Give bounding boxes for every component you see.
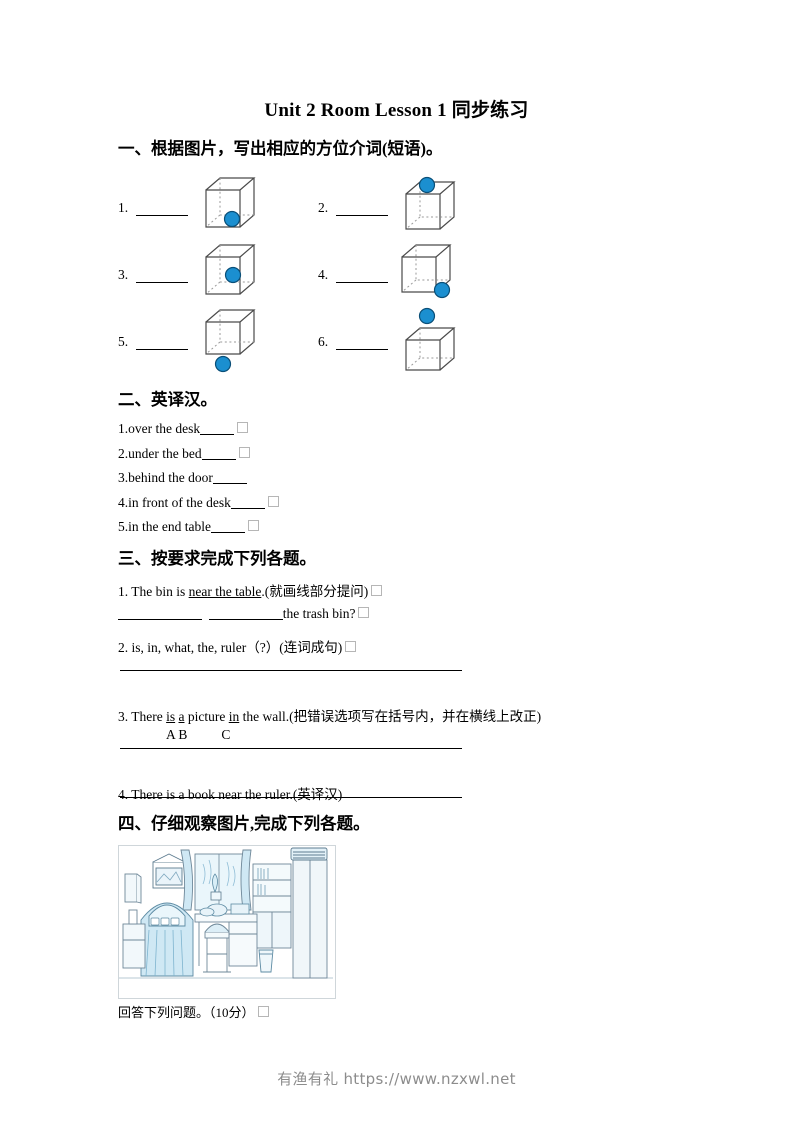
question-3-4: 4. There is a book near the ruler.(英译汉)	[118, 783, 578, 805]
cube-question-2: 2.	[318, 172, 518, 239]
translation-prompt: 1.over the desk	[118, 421, 201, 436]
q34-text: 4. There is a book near the ruler.(英译汉)	[118, 787, 343, 802]
labels-ab: A B	[166, 727, 188, 742]
list-item: 2.under the bed	[118, 446, 538, 471]
cube-question-4: 4.	[318, 239, 518, 306]
box-glyph-icon	[247, 520, 259, 532]
cube-question-3: 3.	[118, 239, 318, 306]
q31-answer-blank-a[interactable]	[118, 619, 202, 620]
section-four-caption: 回答下列问题。（10分）	[118, 1002, 269, 1021]
q33-option-a: is	[166, 709, 176, 724]
list-item: 4.in front of the desk	[118, 495, 538, 520]
section-three-heading: 三、按要求完成下列各题。	[118, 549, 316, 568]
cube-ball-under-icon	[196, 306, 262, 373]
label-c: C	[221, 727, 231, 742]
translation-blank-2[interactable]	[201, 458, 236, 460]
question-number: 6.	[318, 334, 329, 349]
cube-question-1: 1.	[118, 172, 318, 239]
answer-rule-3[interactable]	[120, 797, 462, 798]
q33-suffix: the wall.(把错误选项写在括号内，并在横线上改正)	[239, 709, 542, 724]
question-number: 2.	[318, 200, 329, 215]
q33-prefix: 3. There	[118, 709, 167, 724]
question-number: 1.	[118, 200, 129, 215]
cube-question-6: 6.	[318, 306, 518, 373]
q32-text: 2. is, in, what, the, ruler（?）(连词成句)	[118, 640, 343, 655]
box-glyph-icon	[358, 607, 370, 618]
bedroom-illustration	[118, 845, 336, 999]
cube-ball-beside-icon	[396, 239, 462, 306]
list-item: 1.over the desk	[118, 421, 538, 446]
answer-blank-5[interactable]	[136, 349, 188, 350]
q33-option-b: a	[178, 709, 185, 724]
question-3-2: 2. is, in, what, the, ruler（?）(连词成句)	[118, 636, 578, 660]
question-3-1-answer-row: the trash bin?	[118, 606, 578, 636]
question-number: 4.	[318, 267, 329, 282]
box-glyph-icon	[371, 585, 383, 596]
cube-ball-in-icon	[196, 172, 262, 239]
cube-question-grid: 1. 2.	[118, 172, 538, 374]
q33-gap2: picture	[184, 709, 229, 724]
page-title: Unit 2 Room Lesson 1 同步练习	[264, 100, 529, 121]
caption-text: 回答下列问题。（10分）	[118, 1005, 255, 1020]
box-glyph-icon	[237, 422, 249, 433]
box-glyph-icon	[257, 1006, 269, 1017]
box-glyph-icon	[267, 495, 279, 507]
list-item: 5.in the end table	[118, 519, 538, 544]
question-3-3-option-labels: A B C	[118, 727, 578, 755]
box-glyph-icon	[238, 446, 250, 458]
translation-blank-3[interactable]	[212, 483, 247, 485]
q31-prefix: 1. The bin is	[118, 584, 189, 599]
answer-rule-1[interactable]	[120, 670, 462, 671]
answer-blank-1[interactable]	[136, 215, 188, 216]
box-glyph-icon	[345, 641, 357, 652]
answer-blank-6[interactable]	[336, 349, 388, 350]
translation-prompt: 4.in front of the desk	[118, 494, 231, 510]
question-3-1: 1. The bin is near the table.(就画线部分提问)	[118, 580, 578, 606]
translation-blank-4[interactable]	[230, 507, 265, 509]
translation-list: 1.over the desk 2.under the bed 3.behind…	[118, 421, 538, 544]
q31-underlined-phrase: near the table	[188, 584, 262, 599]
translation-blank-5[interactable]	[210, 532, 245, 534]
cube-question-5: 5.	[118, 306, 318, 373]
section-four-heading: 四、仔细观察图片,完成下列各题。	[118, 814, 370, 833]
translation-blank-1[interactable]	[200, 434, 235, 435]
translation-prompt: 2.under the bed	[118, 445, 202, 461]
translation-prompt: 3.behind the door	[118, 470, 213, 486]
answer-blank-3[interactable]	[136, 282, 188, 283]
cube-ball-in-middle-icon	[196, 239, 262, 306]
cube-ball-over-icon	[396, 306, 462, 373]
footer-watermark: 有渔有礼 https://www.nzxwl.net	[277, 1070, 516, 1088]
section-one-heading: 一、根据图片，写出相应的方位介词(短语)。	[118, 139, 443, 158]
section-three-body: 1. The bin is near the table.(就画线部分提问) t…	[118, 580, 578, 805]
section-two-heading: 二、英译汉。	[118, 390, 217, 409]
answer-blank-2[interactable]	[336, 215, 388, 216]
question-number: 5.	[118, 334, 129, 349]
q31-answer-tail: the trash bin?	[282, 606, 356, 621]
q31-suffix: .(就画线部分提问)	[261, 584, 369, 599]
list-item: 3.behind the door	[118, 470, 538, 495]
cube-ball-on-icon	[396, 172, 462, 239]
question-3-3: 3. There is a picture in the wall.(把错误选项…	[118, 705, 578, 727]
translation-prompt: 5.in the end table	[118, 519, 211, 535]
q31-answer-blank-b[interactable]	[208, 619, 283, 620]
answer-blank-4[interactable]	[336, 282, 388, 283]
answer-rule-2[interactable]	[120, 748, 462, 749]
q33-option-c: in	[228, 709, 240, 724]
question-number: 3.	[118, 267, 129, 282]
